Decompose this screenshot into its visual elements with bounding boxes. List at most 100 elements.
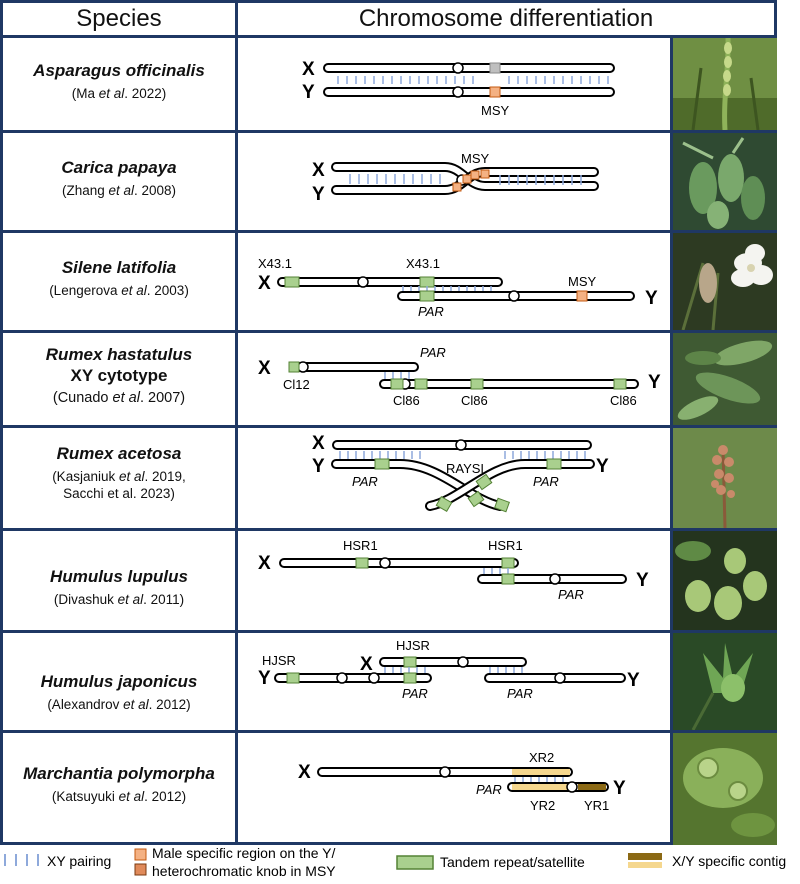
satellite-cl86 (390, 378, 404, 390)
column-divider-photo (670, 35, 673, 845)
row-divider (0, 425, 777, 428)
centromere-y2 (554, 672, 566, 684)
y-label: Y (613, 778, 626, 799)
x-chromosome (279, 558, 519, 568)
centromere-y1b (368, 672, 380, 684)
legend-y-contig-icon (628, 853, 662, 860)
row-divider (0, 630, 777, 633)
header-species: Species (76, 5, 162, 32)
par-label: PAR (533, 474, 559, 489)
photo-rumex-acetosa (673, 428, 777, 528)
legend-pairing-label: XY pairing (47, 853, 111, 869)
legend-pairing-icon (4, 854, 39, 866)
y2-label: Y (596, 456, 609, 477)
x431-label: X43.1 (406, 256, 440, 271)
species-name: Rumex acetosa (56, 444, 182, 463)
column-divider-species (235, 0, 238, 845)
row-rumex-acetosa: X Y RAYSI PAR PAR Y (312, 433, 609, 513)
centromere-y (508, 290, 520, 302)
centromere-y (566, 781, 578, 793)
legend-satellite-icon (396, 855, 434, 870)
species-citation: (Divashuk et al. 2011) (53, 592, 185, 607)
photo-silene (673, 233, 777, 330)
xy-pairing-lines (384, 667, 426, 674)
xy-pairing-lines (339, 451, 421, 459)
row-divider (0, 528, 777, 531)
yr1-label: YR1 (584, 798, 609, 813)
row-divider (0, 230, 777, 233)
msy-label: MSY (461, 151, 490, 166)
species-name: Humulus japonicus (40, 672, 198, 691)
row-humulus-japonicus: X HJSR Y HJSR PAR PAR Y (258, 638, 640, 701)
species-name: Humulus lupulus (50, 567, 188, 586)
y-label: Y (312, 184, 325, 205)
par-label: PAR (558, 587, 584, 602)
header-divider (0, 35, 777, 38)
legend-msy-icon (134, 848, 147, 861)
row-divider (0, 330, 777, 333)
species-citation-2: Sacchi et al. 2023) (63, 486, 175, 501)
photo-carica (673, 133, 777, 230)
species-cytotype: XY cytotype (70, 366, 168, 385)
y-label: Y (258, 668, 271, 689)
species-cell-rumex-acetosa: Rumex acetosa (Kasjaniuk et al. 2019, Sa… (3, 443, 235, 502)
hjsr-label: HJSR (396, 638, 430, 653)
legend: XY pairing Male specific region on the Y… (4, 845, 786, 879)
satellite-cl12 (288, 361, 300, 373)
row-marchantia: X XR2 PAR YR2 YR1 Y (298, 750, 626, 813)
x-label: X (298, 762, 311, 783)
y-label: Y (636, 570, 649, 591)
species-citation: (Cunado et al. 2007) (52, 390, 186, 406)
species-citation: (Lengerova et al. 2003) (49, 283, 189, 298)
row-silene: X X43.1 X43.1 MSY PAR Y (258, 256, 658, 319)
satellite-cl86 (414, 378, 428, 390)
y1-label: Y (312, 456, 325, 477)
xy-pairing-lines (499, 175, 582, 185)
row-rumex-hastatulus: X Cl12 PAR Cl86 Cl86 Cl86 Y (258, 345, 661, 408)
species-cell-marchantia: Marchantia polymorpha (Katsuyuki et al. … (3, 763, 235, 805)
centromere-x (357, 276, 369, 288)
msy-region (452, 182, 462, 192)
hsr1-label: HSR1 (343, 538, 378, 553)
x-chromosome (323, 63, 615, 73)
xy-pairing-lines (489, 667, 523, 674)
satellite-raysi (475, 473, 493, 491)
hsr1-label: HSR1 (488, 538, 523, 553)
cl86-label: Cl86 (610, 393, 637, 408)
satellite-x431 (419, 276, 435, 288)
centromere-x (439, 766, 451, 778)
x-label: X (302, 59, 315, 80)
y2-label: Y (627, 670, 640, 691)
y1-chromosome (274, 673, 432, 683)
cl12-label: Cl12 (283, 377, 310, 392)
y-label: Y (648, 372, 661, 393)
y-label: Y (645, 288, 658, 309)
satellite-cl86 (470, 378, 484, 390)
legend-knob-icon (134, 863, 147, 876)
x-chromosome (289, 362, 419, 372)
xy-pairing-lines (504, 451, 586, 459)
par-label: PAR (352, 474, 378, 489)
satellite-hjsr (403, 656, 417, 668)
msy-region (480, 169, 490, 179)
xr2-contig (512, 769, 570, 775)
x-label: X (258, 358, 271, 379)
species-cell-silene: Silene latifolia (Lengerova et al. 2003) (3, 257, 235, 299)
y-chromosome (323, 87, 615, 97)
yr2-contig (512, 784, 570, 790)
species-name: Asparagus officinalis (33, 61, 205, 80)
species-citation: (Kasjaniuk et al. 2019, (52, 469, 186, 484)
photo-rumex-hastatulus (673, 333, 777, 425)
raysi-label: RAYSI (446, 461, 484, 476)
y-chromosome (379, 379, 639, 389)
par-label: PAR (420, 345, 446, 360)
species-citation: (Katsuyuki et al. 2012) (51, 789, 187, 804)
x-label: X (312, 433, 325, 454)
row-divider (0, 130, 777, 133)
species-cell-asparagus: Asparagus officinalis (Ma et al. 2022) (3, 60, 235, 102)
msy-label: MSY (481, 103, 510, 118)
row-divider (0, 730, 777, 733)
xy-pairing-lines (349, 174, 441, 184)
satellite (374, 458, 390, 470)
satellite-hsr1 (501, 557, 515, 569)
